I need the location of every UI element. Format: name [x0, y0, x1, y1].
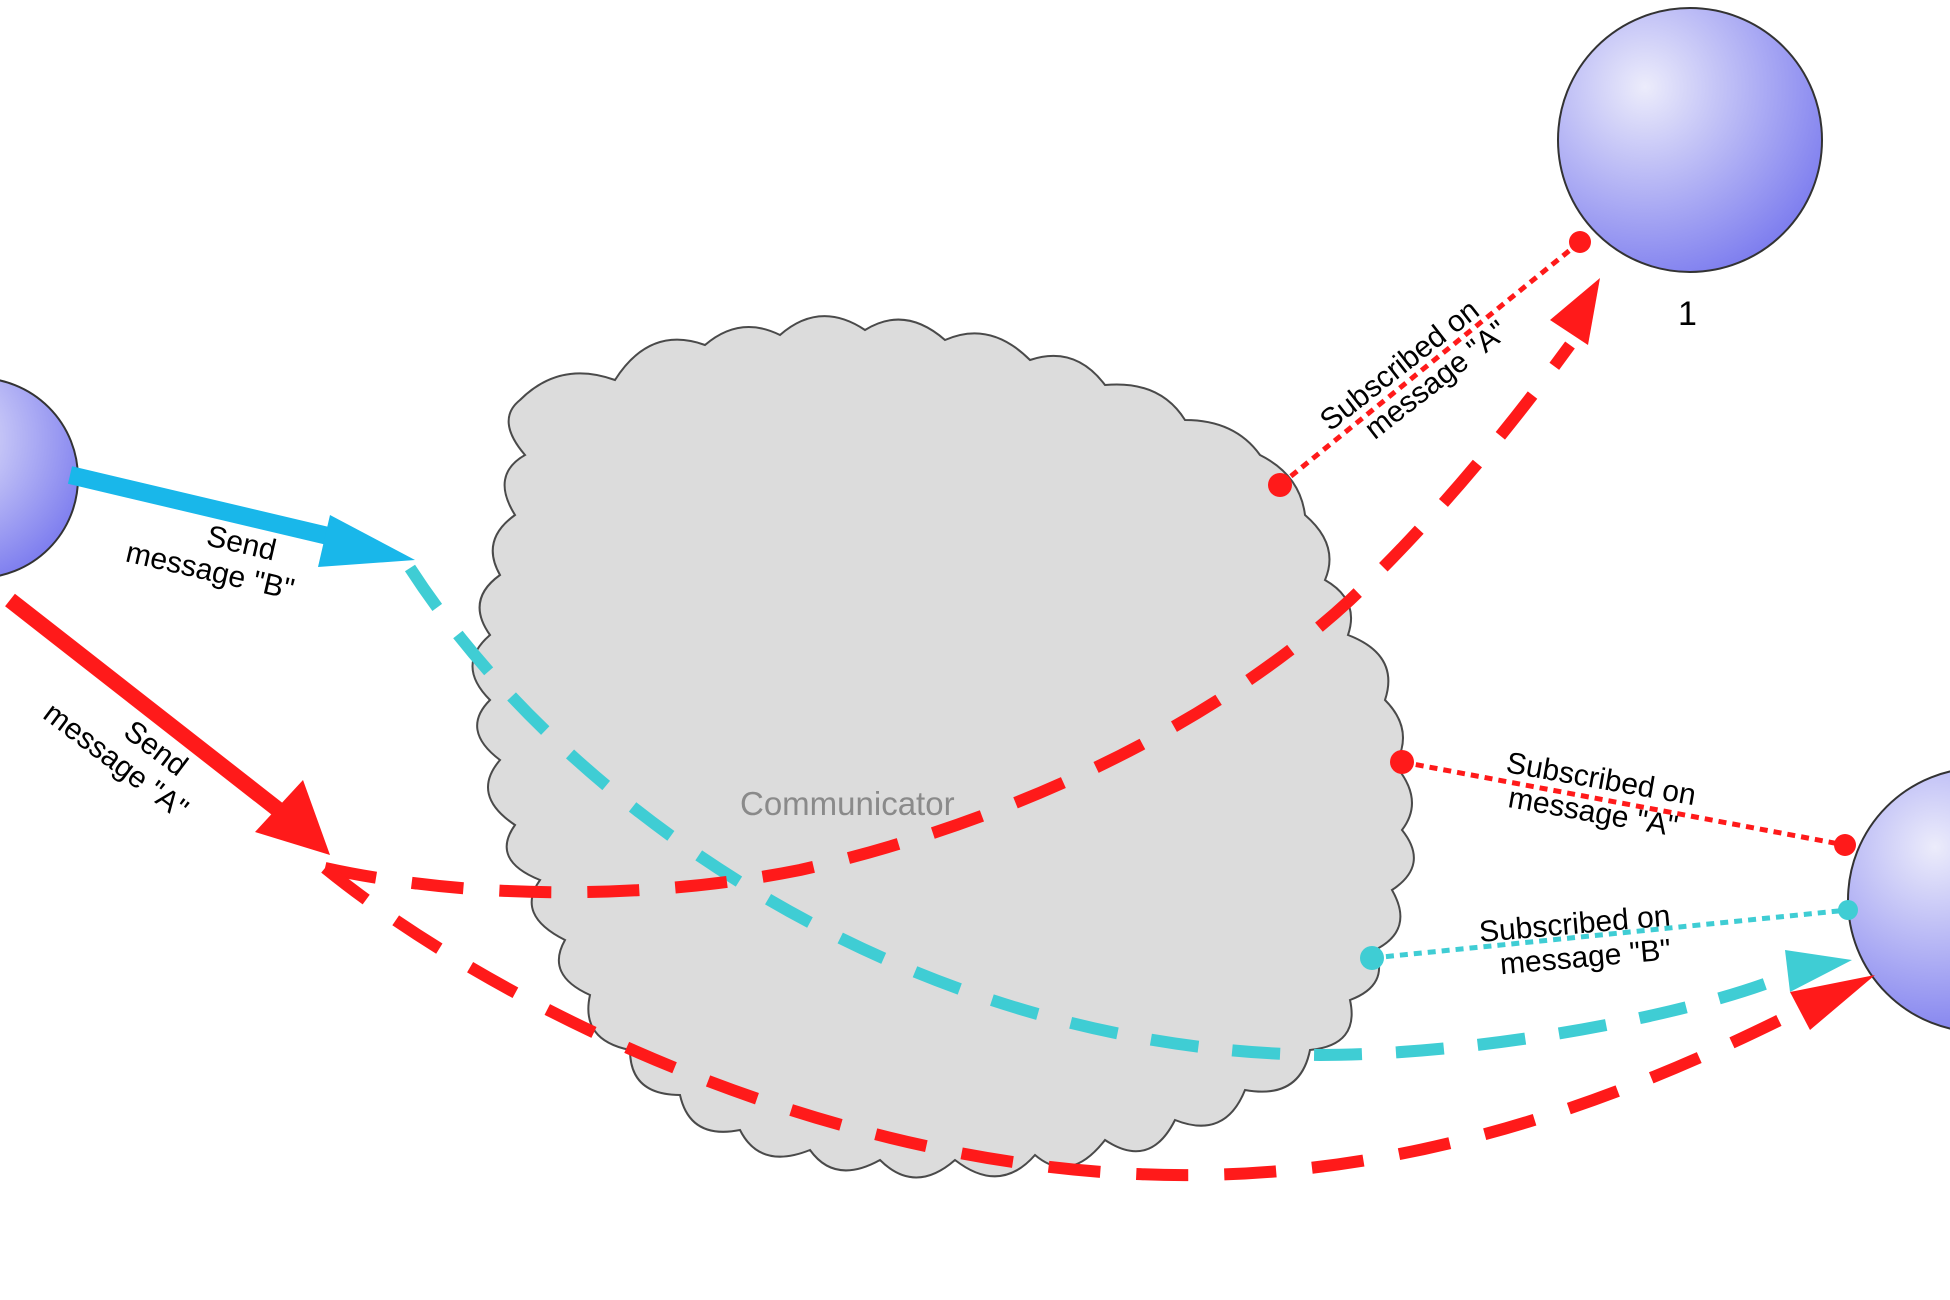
- route-a-arrowhead-icon-node-2: [1790, 975, 1875, 1030]
- subscription-a2-end-dot-icon: [1834, 834, 1856, 856]
- publisher-node: [0, 379, 79, 577]
- subscription-a-line-node-2: [1401, 759, 1846, 848]
- subscription-b-line-node-2: [1371, 907, 1849, 961]
- route-b-arrowhead-icon: [1785, 950, 1852, 992]
- subscription-a-start-dot-icon: [1268, 473, 1292, 497]
- subscriber-node-1: [1557, 7, 1823, 273]
- subscription-b-end-dot-icon: [1838, 900, 1858, 920]
- subscribed-a-label-node-2: Subscribed on message "A": [1498, 746, 1707, 847]
- node-1-label: 1: [1678, 295, 1697, 333]
- send-b-arrowhead-icon: [318, 515, 415, 567]
- send-b-arrow-line: [67, 466, 348, 549]
- route-b-dashed-path: [404, 564, 1803, 1062]
- subscription-a2-start-dot-icon: [1390, 750, 1414, 774]
- route-a-arrowhead-icon-node-1: [1550, 278, 1600, 345]
- communicator-label: Communicator: [740, 785, 955, 822]
- subscription-b-start-dot-icon: [1360, 946, 1384, 970]
- subscriber-node-2: [1847, 770, 1950, 1030]
- subscribed-a-label-node-1: Subscribed on message "A": [1314, 288, 1514, 465]
- subscribed-b-label-node-2: Subscribed on message "B": [1478, 899, 1683, 983]
- communicator-cloud: [471, 315, 1415, 1179]
- route-a-dashed-path-to-node-1: [323, 341, 1575, 899]
- subscription-a-end-dot-icon: [1569, 231, 1591, 253]
- send-a-arrow-line: [5, 593, 290, 822]
- send-a-arrowhead-icon: [255, 780, 330, 855]
